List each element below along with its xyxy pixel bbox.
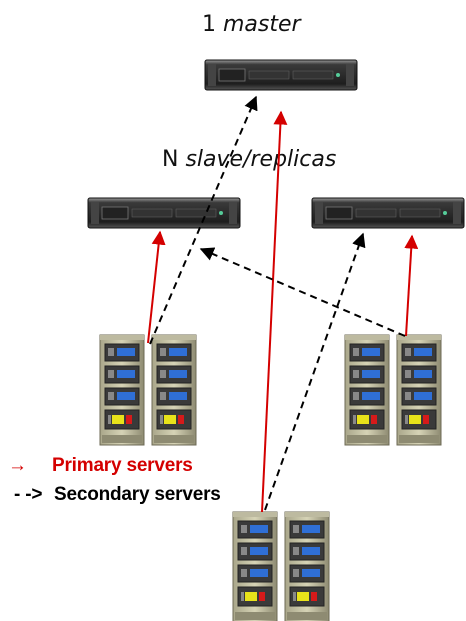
replicas-count: N (162, 147, 179, 172)
secondary-link-left (149, 95, 258, 345)
master-title: 1 master (202, 12, 301, 37)
secondary-link-right (199, 247, 406, 337)
rack-server-icon (311, 197, 465, 229)
legend-secondary: - -> Secondary servers (14, 484, 221, 506)
legend-primary: → Primary servers (8, 455, 193, 477)
replicas-title: N slave/replicas (162, 147, 336, 172)
replica-server-left (87, 197, 241, 229)
replica-server-right (311, 197, 465, 229)
rack-server-icon (87, 197, 241, 229)
tower-server-icon (233, 512, 329, 621)
primary-link-left (147, 230, 166, 344)
tower-server-icon (345, 335, 441, 445)
primary-link-bottom (261, 110, 288, 513)
secondary-link-bottom (264, 232, 366, 511)
server-group-left (100, 335, 196, 445)
legend-primary-arrow: → (8, 455, 27, 476)
legend-secondary-label: Secondary servers (54, 484, 221, 505)
master-word: master (223, 12, 301, 37)
legend-secondary-arrow: - -> (14, 484, 43, 505)
replicas-word: slave/replicas (185, 147, 337, 172)
primary-link-right (404, 234, 419, 337)
master-server (204, 59, 358, 91)
server-group-bottom (233, 512, 329, 621)
rack-server-icon (204, 59, 358, 91)
legend-primary-label: Primary servers (52, 455, 193, 476)
master-count: 1 (202, 12, 216, 37)
tower-server-icon (100, 335, 196, 445)
server-group-right (345, 335, 441, 445)
